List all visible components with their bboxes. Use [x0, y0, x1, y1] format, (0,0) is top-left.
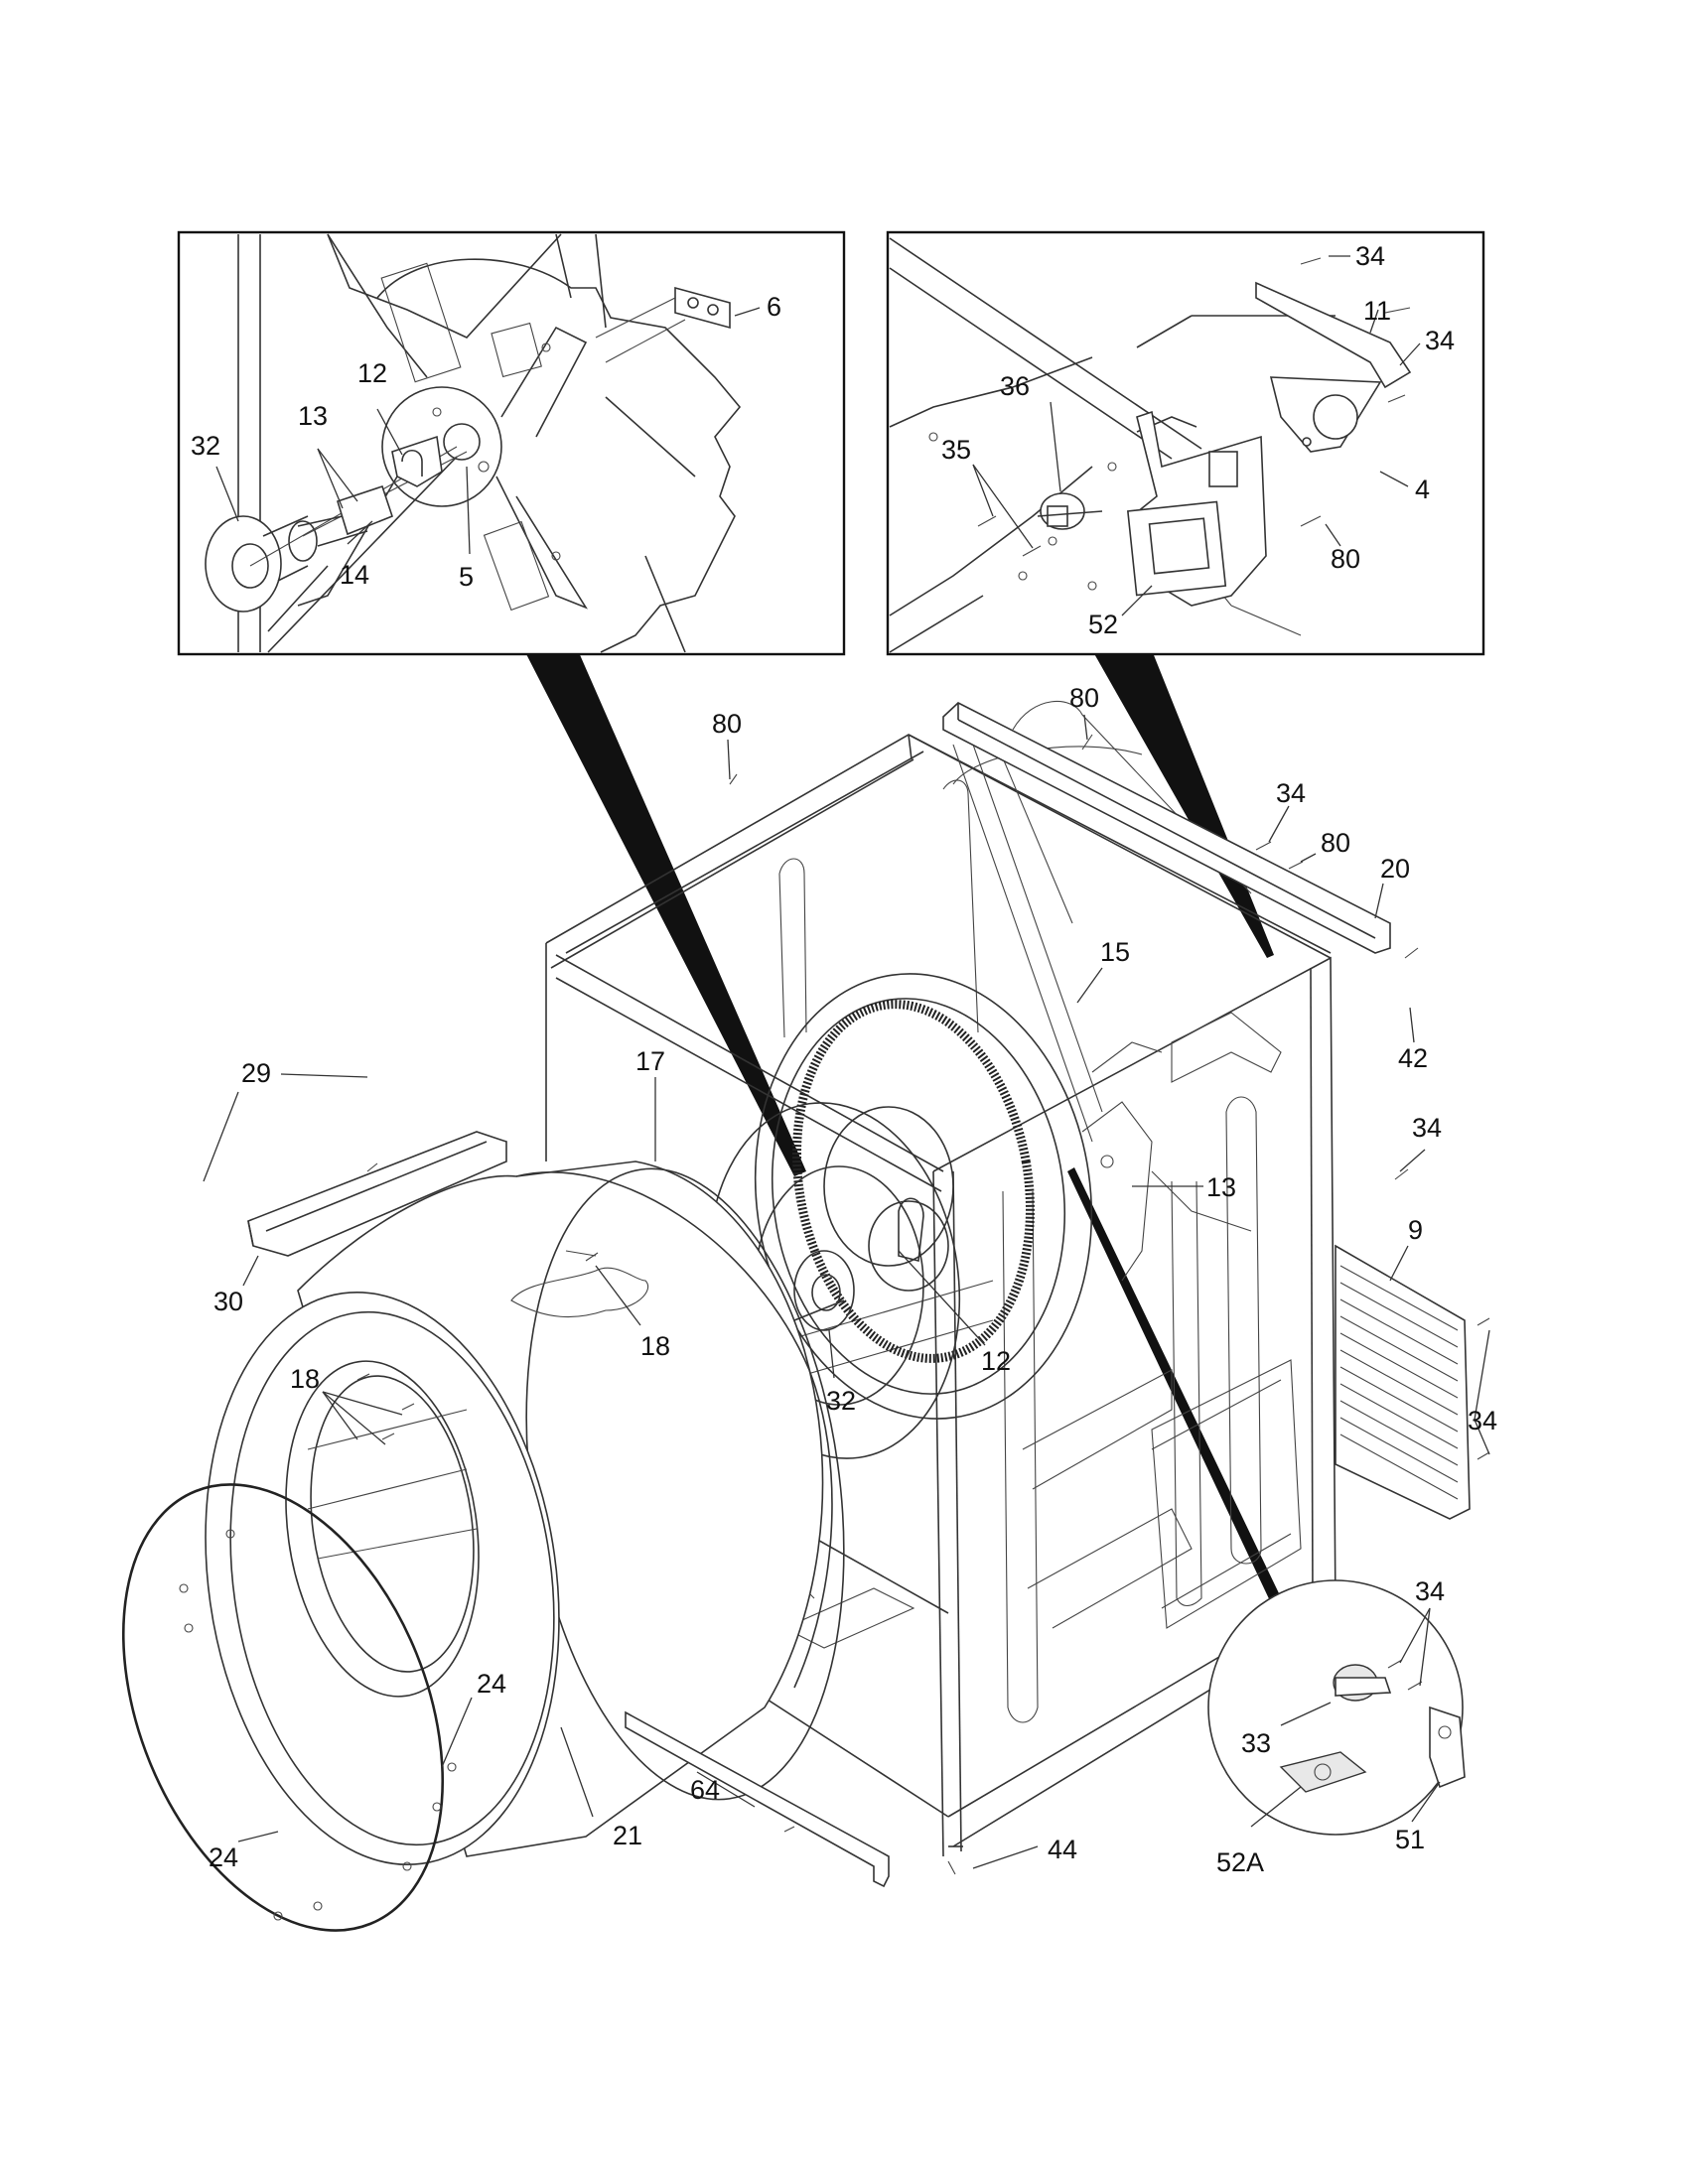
inset-left-frame [177, 230, 846, 656]
label-part-52A: 52A [1216, 1847, 1264, 1877]
label-part-32: 32 [826, 1386, 856, 1416]
rear-ribs [1081, 1012, 1282, 1282]
label-part-5: 5 [459, 562, 474, 592]
label-part-12: 12 [357, 358, 387, 388]
label-part-80-rail: 80 [1069, 683, 1099, 713]
label-part-80-right: 80 [1321, 828, 1350, 858]
label-part-20: 20 [1380, 854, 1410, 884]
label-part-34-lower: 34 [1415, 1576, 1445, 1606]
label-part-33: 33 [1241, 1728, 1271, 1758]
left-callout-beam [524, 650, 806, 1176]
label-part-17: 17 [635, 1046, 665, 1076]
inset-right: 34 11 34 36 35 4 80 52 [886, 230, 1485, 656]
leader-lines [203, 714, 1490, 1869]
label-part-24-bottom: 24 [209, 1843, 238, 1872]
label-part-35: 35 [941, 435, 971, 465]
label-part-11: 11 [1363, 296, 1391, 326]
label-part-13: 13 [1206, 1172, 1236, 1202]
drive-belt [792, 1000, 1035, 1363]
label-part-29: 29 [241, 1058, 271, 1088]
rear-panel [615, 700, 1302, 1723]
drum-rear-bulkhead [754, 973, 1093, 1420]
inset-left: 6 12 13 32 14 5 [177, 230, 846, 656]
callout-beams [524, 650, 1291, 1624]
label-part-9: 9 [1408, 1215, 1423, 1245]
label-part-36: 36 [1000, 371, 1030, 401]
label-part-34-back: 34 [1412, 1113, 1442, 1143]
label-part-34-rail: 34 [1276, 778, 1306, 808]
top-rail [942, 702, 1391, 954]
magnifier-circle [1207, 1579, 1466, 1836]
label-part-6: 6 [767, 292, 781, 322]
label-part-15: 15 [1100, 937, 1130, 967]
label-part-34-right: 34 [1425, 326, 1455, 355]
label-part-18-front: 18 [290, 1364, 320, 1394]
label-part-64: 64 [690, 1775, 720, 1805]
label-part-32: 32 [191, 431, 220, 461]
rear-grille-slats [1339, 1265, 1459, 1500]
label-part-80-top: 80 [712, 709, 742, 739]
screws [356, 734, 1490, 1875]
label-part-34-grille: 34 [1468, 1406, 1497, 1435]
label-part-44: 44 [1048, 1835, 1077, 1864]
label-part-30: 30 [213, 1287, 243, 1316]
label-part-24-ring: 24 [477, 1669, 506, 1699]
main-assembly: 80 80 34 80 20 15 42 29 17 34 13 9 30 18… [122, 683, 1497, 1932]
label-part-18-top: 18 [640, 1331, 670, 1361]
base-rail [625, 1710, 890, 1888]
toe-kick [247, 1131, 507, 1257]
label-part-14: 14 [340, 560, 369, 590]
label-part-4: 4 [1415, 475, 1430, 504]
front-bulkhead [205, 1291, 560, 1866]
label-part-42: 42 [1398, 1043, 1428, 1073]
seal-ring [122, 1483, 457, 1932]
label-part-52: 52 [1088, 610, 1118, 639]
right-callout-beam [1092, 650, 1274, 958]
label-part-13: 13 [298, 401, 328, 431]
label-part-80: 80 [1331, 544, 1360, 574]
lower-callout-beam [1067, 1167, 1291, 1624]
label-part-51: 51 [1395, 1825, 1425, 1854]
label-part-34-top: 34 [1355, 241, 1385, 271]
label-part-12: 12 [981, 1346, 1011, 1376]
label-part-21: 21 [613, 1821, 642, 1850]
